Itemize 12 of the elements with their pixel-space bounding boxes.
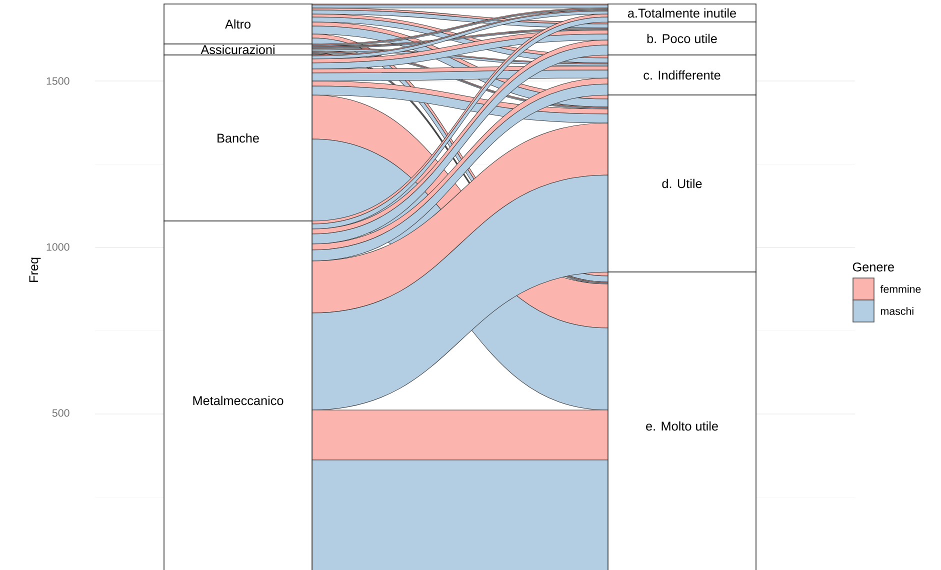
stratum-box: Assicurazioni (164, 44, 312, 56)
legend-title: Genere (852, 262, 894, 272)
axis-title: Freq (29, 258, 41, 282)
tick-label: 500 (52, 409, 70, 417)
legend-label: femmine (880, 285, 921, 293)
legend-label: maschi (880, 307, 914, 315)
stratum-box: c. Indifferente (608, 54, 756, 96)
stratum-box: b. Poco utile (608, 22, 756, 56)
stratum-box: a.Totalmente inutile (608, 4, 756, 22)
tick-label: 1000 (46, 243, 70, 251)
tick-label: 1500 (46, 77, 70, 85)
stratum-box: e. Molto utile (608, 272, 756, 570)
